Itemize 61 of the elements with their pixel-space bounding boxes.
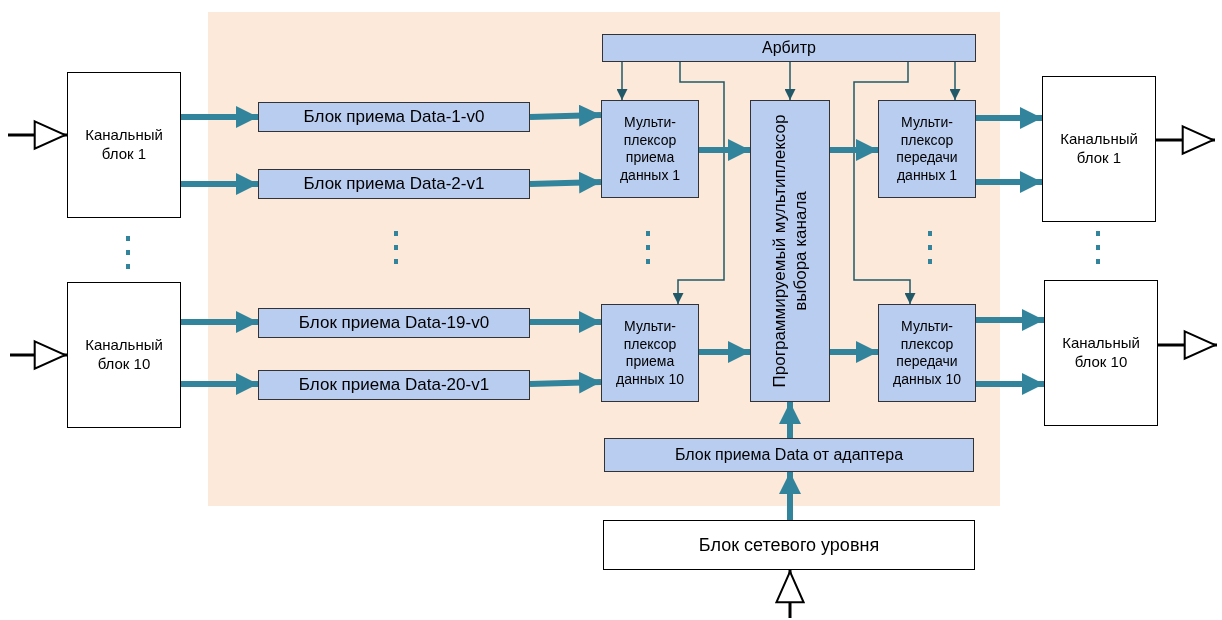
arrow (181, 311, 258, 333)
arrow (529, 171, 602, 194)
process-box (750, 100, 830, 402)
block-label: Блок сетевого уровня (697, 533, 881, 557)
arrow (830, 341, 878, 363)
arrow (976, 171, 1042, 193)
block-arrow (1156, 125, 1215, 155)
block-label: Блок приема Data-20-v1 (297, 374, 491, 396)
arrow (779, 402, 801, 438)
arrow (181, 373, 258, 395)
block-label: Блок приема Data-19-v0 (297, 312, 491, 334)
block-label: Мульти- плексор приема данных 1 (618, 114, 682, 184)
block-box (67, 282, 181, 428)
process-box (258, 308, 530, 338)
process-box (258, 102, 530, 132)
block-label: Блок приема Data от адаптера (673, 445, 905, 465)
block-arrow (775, 570, 805, 618)
arrow (616, 61, 628, 101)
block-label: Канальный блок 10 (84, 336, 164, 374)
block-label: Канальный блок 10 (1061, 334, 1141, 372)
arrow (699, 341, 750, 363)
block-arrow (10, 340, 67, 370)
arrow (779, 472, 801, 520)
block-label: Программируемый мультиплексор выбора канала (768, 113, 811, 390)
block-label: Мульти- плексор передачи данных 10 (892, 318, 962, 388)
block-label: Канальный блок 1 (84, 126, 164, 164)
arrow (976, 309, 1044, 331)
block-label: Мульти- плексор передачи данных 1 (895, 114, 959, 184)
arrow (530, 311, 601, 333)
arrow (181, 106, 258, 128)
process-box (601, 304, 699, 402)
process-box (602, 34, 976, 62)
process-box (604, 438, 974, 472)
block-label: Арбитр (761, 38, 817, 58)
block-box (1044, 280, 1158, 426)
process-box (258, 169, 530, 199)
arrow (949, 61, 961, 101)
arrow (181, 173, 258, 195)
block-arrow (8, 120, 67, 150)
arrow (830, 139, 878, 161)
process-box (258, 370, 530, 400)
process-box (878, 304, 976, 402)
block-label: Блок приема Data-1-v0 (302, 106, 486, 128)
arrow (699, 139, 750, 161)
arrow (672, 61, 725, 305)
block-box (67, 72, 181, 218)
block-box (1042, 76, 1156, 222)
arrow (976, 373, 1044, 395)
block-label: Блок приема Data-2-v1 (302, 173, 486, 195)
arrow (784, 61, 796, 101)
arrow (529, 104, 602, 127)
process-box (601, 100, 699, 198)
background-panel (208, 12, 1000, 506)
arrow (853, 61, 916, 305)
block-label: Мульти- плексор приема данных 10 (615, 318, 685, 388)
arrow (976, 107, 1042, 129)
arrow (529, 371, 602, 394)
block-arrow (1158, 330, 1217, 360)
block-label: Канальный блок 1 (1059, 130, 1139, 168)
block-box (603, 520, 975, 570)
process-box (878, 100, 976, 198)
